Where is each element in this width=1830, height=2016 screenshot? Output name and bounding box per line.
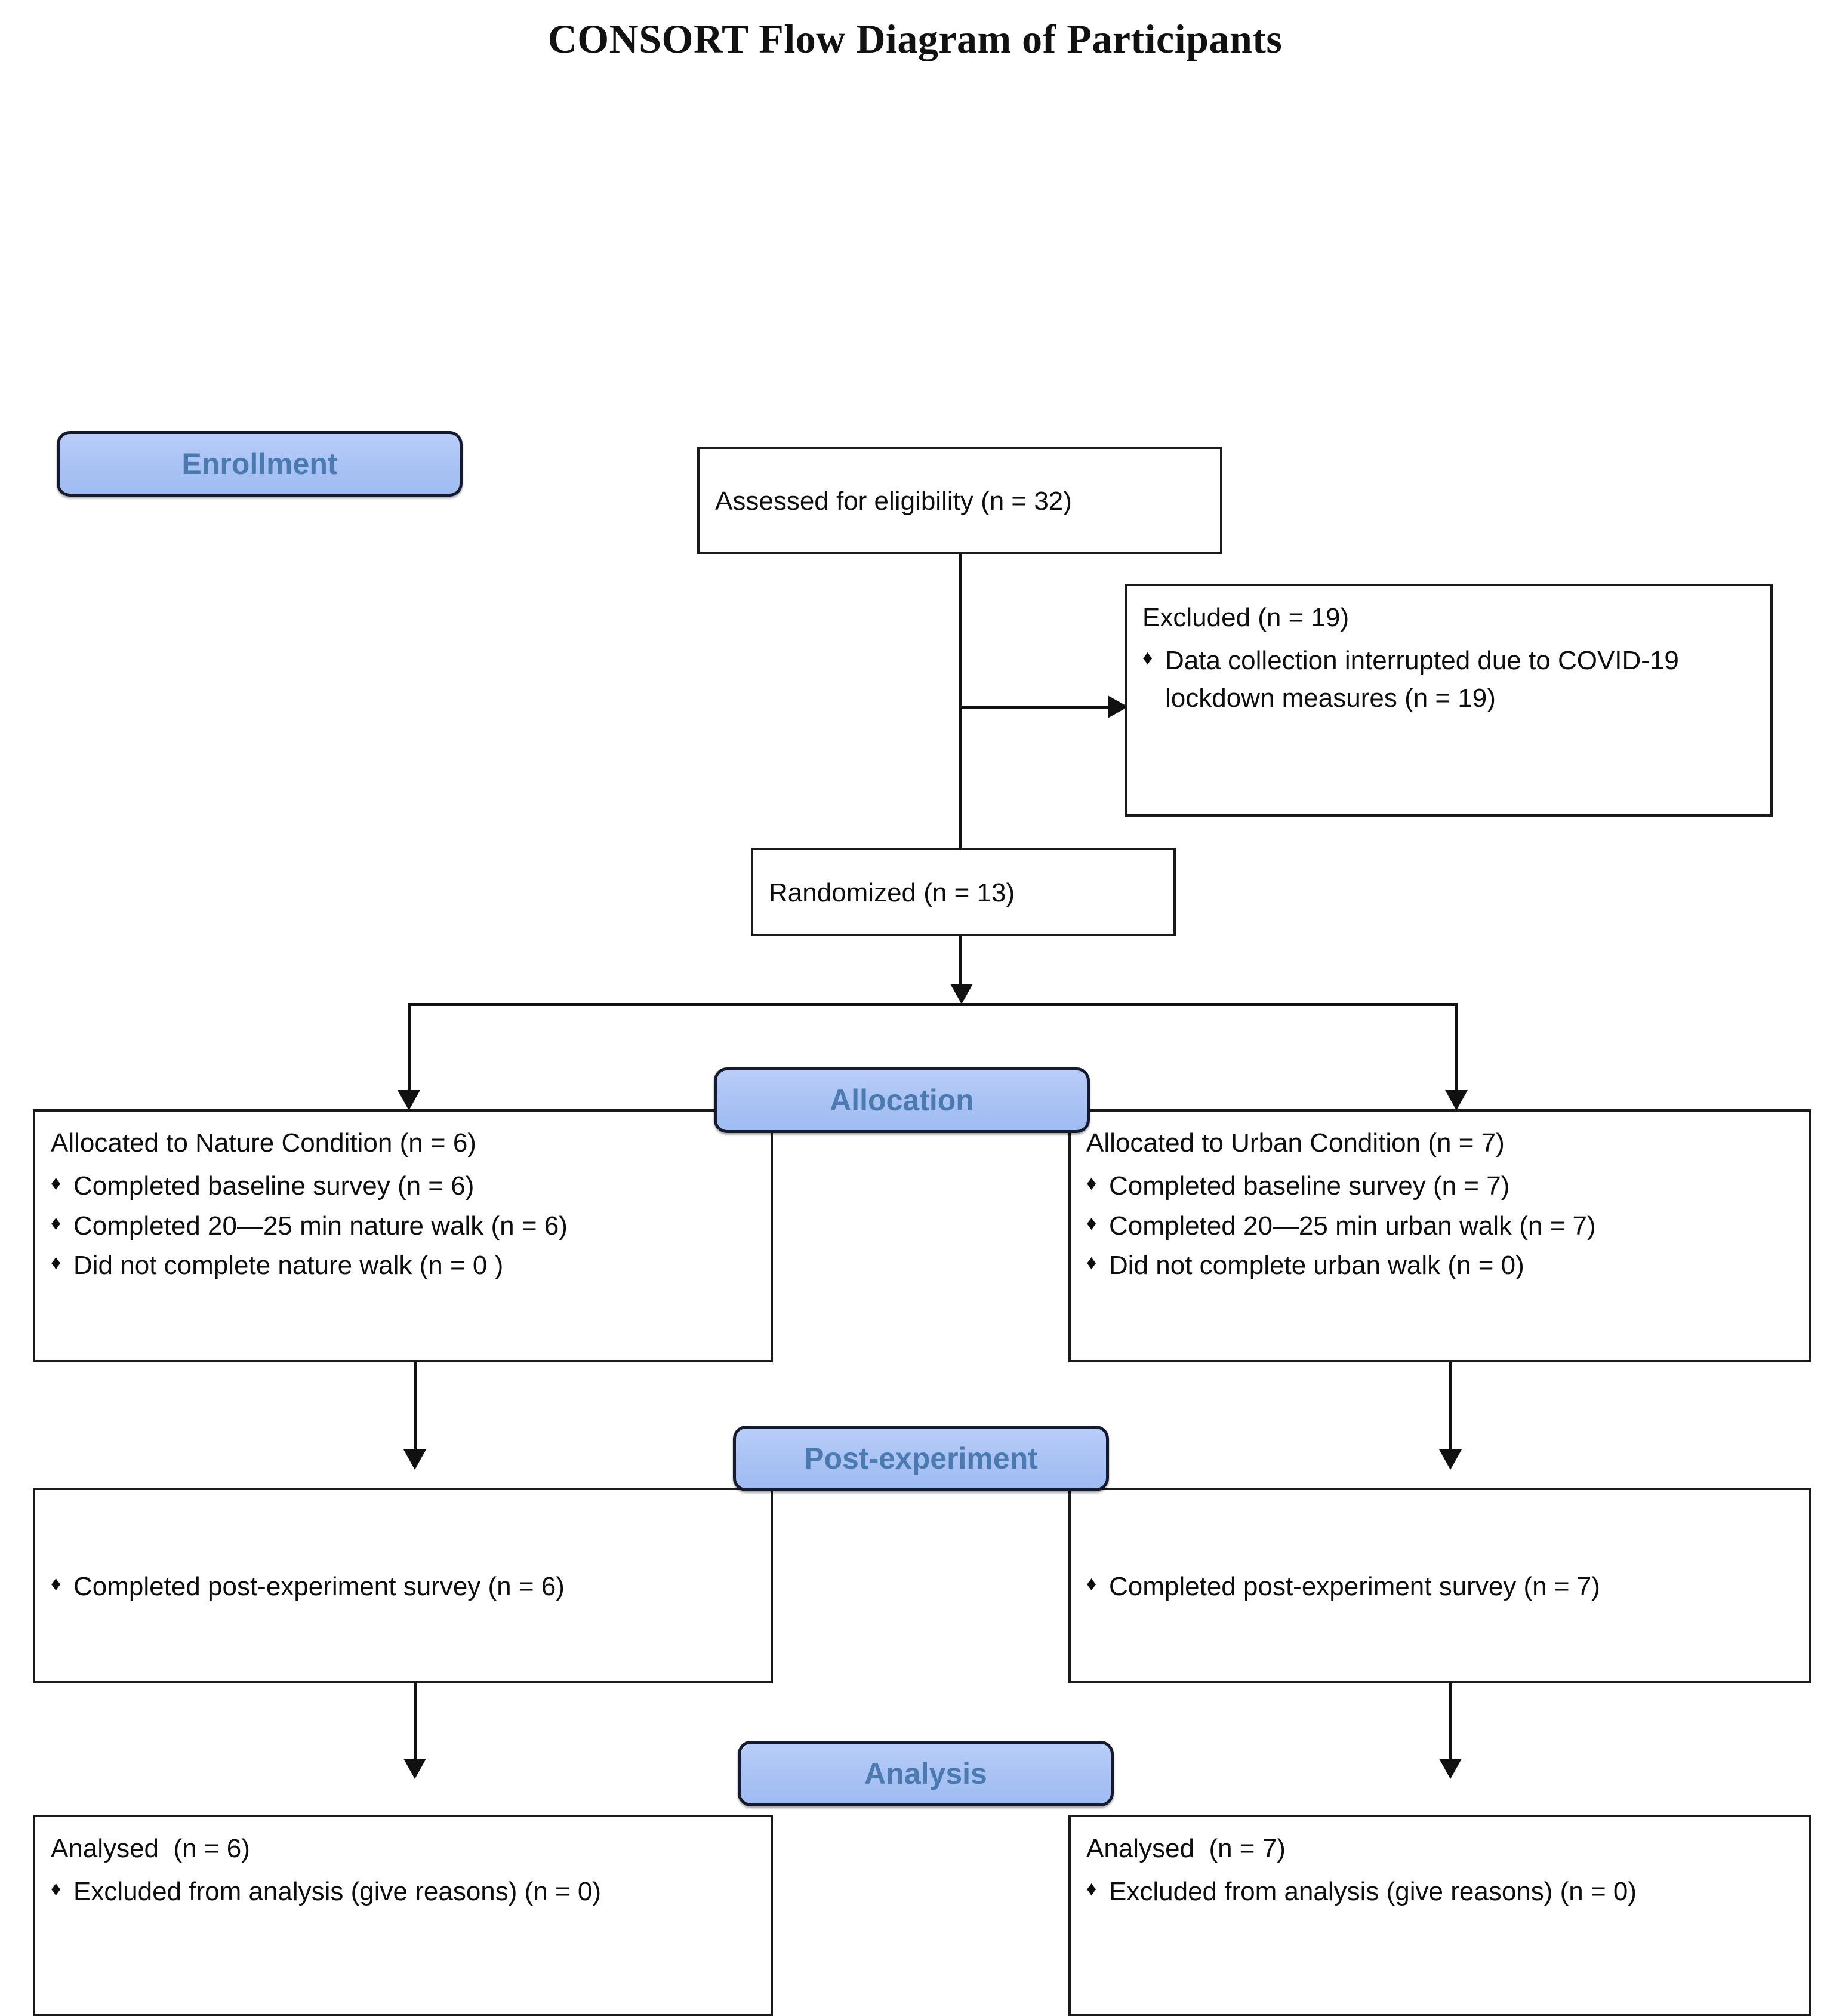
box-analysis-nature: Analysed (n = 6) ♦ Excluded from analysi… — [33, 1815, 773, 2016]
alloc-urban-bullet-text: Completed 20—25 min urban walk (n = 7) — [1109, 1211, 1596, 1241]
arrowhead-urban-to-analysis — [1439, 1759, 1462, 1779]
alloc-nature-bullet-text: Completed baseline survey (n = 6) — [73, 1171, 475, 1201]
connector-urban-to-post — [1449, 1362, 1452, 1463]
page-title: CONSORT Flow Diagram of Participants — [547, 16, 1283, 61]
excluded-bullet-text: Data collection interrupted due to COVID… — [1165, 646, 1687, 713]
connector-nature-to-post — [414, 1362, 417, 1463]
post-urban-bullet-item: ♦ Completed post-experiment survey (n = … — [1086, 1568, 1794, 1605]
stage-pill-post-experiment: Post-experiment — [733, 1426, 1109, 1491]
alloc-nature-bullet-text: Did not complete nature walk (n = 0 ) — [73, 1251, 504, 1281]
stage-pill-post-experiment-label: Post-experiment — [804, 1442, 1038, 1475]
diamond-bullet-icon: ♦ — [1086, 1878, 1097, 1901]
post-nature-bullet-item: ♦ Completed post-experiment survey (n = … — [51, 1568, 755, 1605]
arrowhead-urban-to-post — [1439, 1449, 1462, 1470]
excluded-bullet-item: ♦ Data collection interrupted due to COV… — [1142, 642, 1755, 717]
connector-split-left-drop — [408, 1003, 411, 1103]
connector-nature-to-analysis — [414, 1683, 417, 1772]
box-allocated-urban: Allocated to Urban Condition (n = 7) ♦ C… — [1068, 1109, 1811, 1362]
post-urban-bullet-text: Completed post-experiment survey (n = 7) — [1109, 1571, 1600, 1601]
box-allocated-nature: Allocated to Nature Condition (n = 6) ♦ … — [33, 1109, 773, 1362]
diamond-bullet-icon: ♦ — [1142, 647, 1153, 670]
stage-pill-analysis: Analysis — [738, 1741, 1114, 1806]
analysis-nature-header: Analysed (n = 6) — [51, 1834, 250, 1863]
alloc-nature-header: Allocated to Nature Condition (n = 6) — [51, 1128, 476, 1158]
arrowhead-randomized-stem — [950, 984, 973, 1004]
arrowhead-nature-to-post — [403, 1449, 426, 1470]
alloc-nature-bullet-item: ♦ Completed baseline survey (n = 6) — [51, 1168, 755, 1205]
stage-pill-allocation-label: Allocation — [830, 1084, 974, 1117]
analysis-nature-bullet-item: ♦ Excluded from analysis (give reasons) … — [51, 1873, 755, 1910]
box-excluded: Excluded (n = 19) ♦ Data collection inte… — [1125, 584, 1773, 817]
alloc-urban-bullet-item: ♦ Completed 20—25 min urban walk (n = 7) — [1086, 1208, 1794, 1245]
alloc-nature-bullet-item: ♦ Did not complete nature walk (n = 0 ) — [51, 1247, 755, 1284]
analysis-urban-bullet-item: ♦ Excluded from analysis (give reasons) … — [1086, 1873, 1794, 1910]
diamond-bullet-icon: ♦ — [1086, 1172, 1097, 1195]
connector-split-bar — [408, 1003, 1458, 1006]
stage-pill-analysis-label: Analysis — [864, 1757, 987, 1790]
alloc-urban-header: Allocated to Urban Condition (n = 7) — [1086, 1128, 1505, 1158]
box-analysis-urban: Analysed (n = 7) ♦ Excluded from analysi… — [1068, 1815, 1811, 2016]
randomized-text: Randomized (n = 13) — [769, 878, 1015, 907]
diamond-bullet-icon: ♦ — [1086, 1211, 1097, 1235]
diamond-bullet-icon: ♦ — [1086, 1251, 1097, 1275]
diamond-bullet-icon: ♦ — [51, 1211, 61, 1235]
box-assessed-for-eligibility: Assessed for eligibility (n = 32) — [697, 447, 1222, 554]
analysis-nature-bullet-text: Excluded from analysis (give reasons) (n… — [73, 1877, 602, 1907]
arrowhead-split-right — [1445, 1090, 1468, 1110]
alloc-urban-bullet-item: ♦ Did not complete urban walk (n = 0) — [1086, 1247, 1794, 1284]
diamond-bullet-icon: ♦ — [1086, 1572, 1097, 1595]
connector-urban-to-analysis — [1449, 1683, 1452, 1772]
analysis-urban-bullet-text: Excluded from analysis (give reasons) (n… — [1109, 1877, 1637, 1907]
box-post-experiment-urban: ♦ Completed post-experiment survey (n = … — [1068, 1488, 1811, 1683]
box-randomized: Randomized (n = 13) — [751, 848, 1176, 936]
diamond-bullet-icon: ♦ — [51, 1172, 61, 1195]
analysis-urban-header: Analysed (n = 7) — [1086, 1834, 1286, 1863]
stage-pill-enrollment: Enrollment — [57, 431, 463, 497]
stage-pill-allocation: Allocation — [714, 1067, 1090, 1133]
diamond-bullet-icon: ♦ — [51, 1251, 61, 1275]
connector-randomized-stem — [959, 936, 962, 996]
excluded-header: Excluded (n = 19) — [1142, 603, 1350, 632]
diamond-bullet-icon: ♦ — [51, 1878, 61, 1901]
box-post-experiment-nature: ♦ Completed post-experiment survey (n = … — [33, 1488, 773, 1683]
stage-pill-enrollment-label: Enrollment — [181, 447, 338, 481]
assessed-text: Assessed for eligibility (n = 32) — [715, 486, 1072, 516]
post-nature-bullet-text: Completed post-experiment survey (n = 6) — [73, 1571, 565, 1601]
arrowhead-split-left — [398, 1090, 420, 1110]
diamond-bullet-icon: ♦ — [51, 1572, 61, 1595]
connector-split-right-drop — [1455, 1003, 1458, 1103]
connector-assessed-to-randomized — [959, 554, 962, 848]
alloc-urban-bullet-text: Completed baseline survey (n = 7) — [1109, 1171, 1510, 1201]
alloc-urban-bullet-item: ♦ Completed baseline survey (n = 7) — [1086, 1168, 1794, 1205]
alloc-nature-bullet-text: Completed 20—25 min nature walk (n = 6) — [73, 1211, 568, 1241]
alloc-urban-bullet-text: Did not complete urban walk (n = 0) — [1109, 1251, 1524, 1281]
alloc-nature-bullet-item: ♦ Completed 20—25 min nature walk (n = 6… — [51, 1208, 755, 1245]
connector-to-excluded — [959, 706, 1116, 709]
arrowhead-nature-to-analysis — [403, 1759, 426, 1779]
